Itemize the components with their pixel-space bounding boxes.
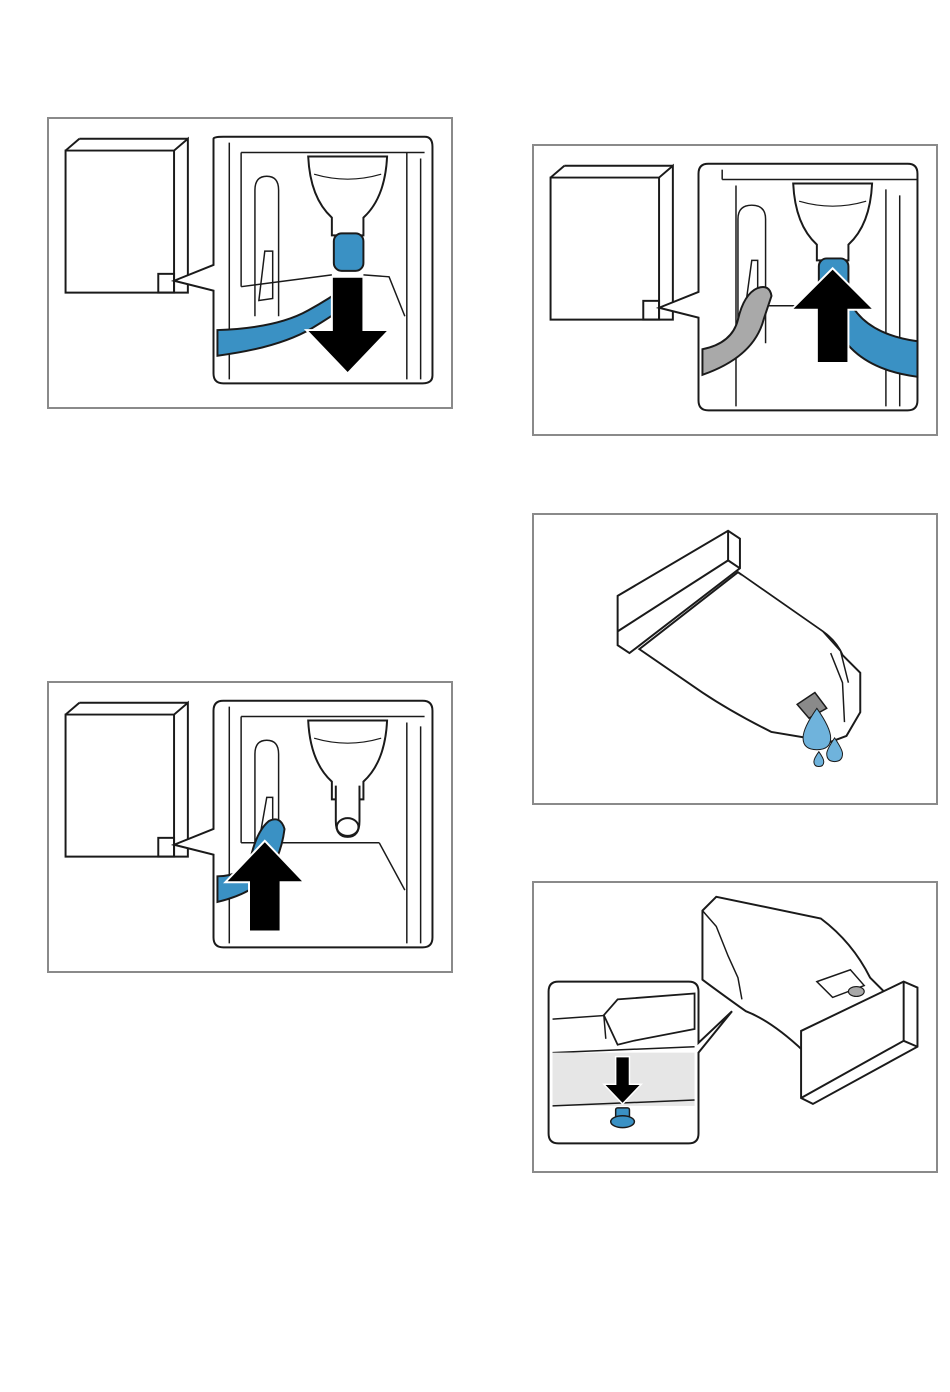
figure-hose-on-spout bbox=[47, 681, 453, 973]
figure-drawer-plug bbox=[532, 881, 938, 1173]
detail-callout bbox=[659, 164, 917, 411]
figure-hose-reattach bbox=[532, 144, 938, 436]
figure-hose-detach bbox=[47, 117, 453, 409]
appliance-icon bbox=[66, 139, 188, 293]
hose-connector bbox=[334, 233, 364, 270]
appliance-icon bbox=[551, 166, 673, 320]
hose-reattach-illustration bbox=[534, 146, 936, 434]
drawer-plug-illustration bbox=[534, 883, 936, 1171]
detail-callout bbox=[174, 701, 432, 948]
drawer-icon bbox=[702, 897, 917, 1104]
detail-callout bbox=[549, 982, 732, 1144]
drawer-drain-illustration bbox=[534, 515, 936, 803]
figure-drawer-drain bbox=[532, 513, 938, 805]
detail-callout bbox=[174, 137, 432, 384]
hose-on-spout-illustration bbox=[49, 683, 451, 971]
appliance-icon bbox=[66, 703, 188, 857]
hose-detach-illustration bbox=[49, 119, 451, 407]
